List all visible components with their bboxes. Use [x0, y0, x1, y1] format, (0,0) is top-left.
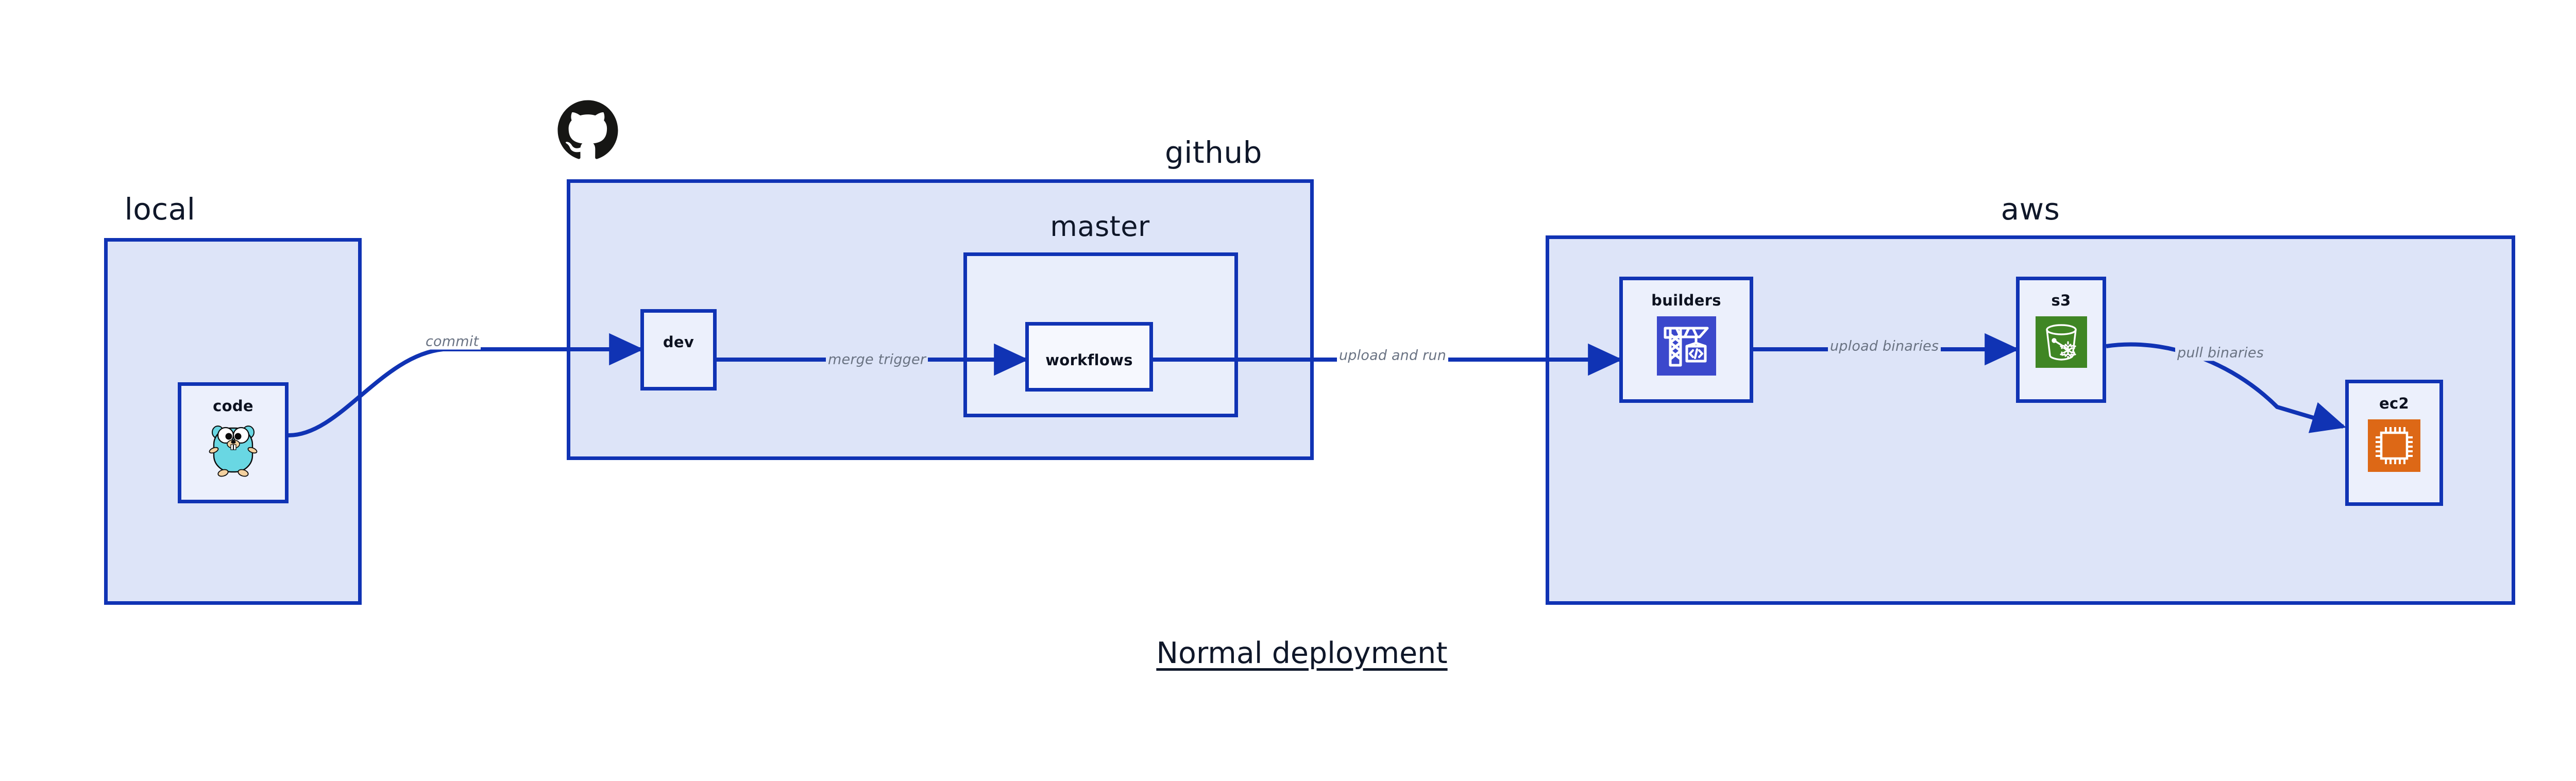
group-label-local: local	[124, 192, 196, 227]
node-label-code: code	[213, 397, 253, 415]
node-s3[interactable]: s3	[2016, 277, 2106, 403]
group-label-aws: aws	[2001, 192, 2060, 227]
edge-label-upload-and-run: upload and run	[1337, 347, 1449, 364]
go-gopher-icon	[209, 422, 258, 478]
page-title-text: Normal deployment	[1156, 636, 1448, 670]
node-workflows[interactable]: workflows	[1025, 322, 1153, 392]
node-dev[interactable]: dev	[640, 309, 717, 390]
aws-s3-glacier-icon	[2035, 316, 2087, 368]
edge-label-pull-binaries: pull binaries	[2175, 345, 2266, 361]
node-label-dev: dev	[663, 333, 694, 351]
node-ec2[interactable]: ec2	[2345, 380, 2443, 506]
group-label-github: github	[1164, 135, 1262, 170]
aws-codebuild-icon	[1656, 316, 1716, 376]
node-label-workflows: workflows	[1045, 351, 1133, 369]
edge-label-upload-binaries: upload binaries	[1828, 338, 1941, 354]
edge-label-commit: commit	[423, 333, 481, 350]
node-label-ec2: ec2	[2379, 395, 2409, 412]
node-label-s3: s3	[2051, 292, 2071, 309]
container-label-master: master	[1050, 210, 1150, 243]
node-label-builders: builders	[1651, 292, 1721, 309]
github-octocat-icon	[556, 99, 619, 162]
node-code[interactable]: code	[178, 382, 289, 503]
page-title: Normal deployment	[0, 636, 2576, 670]
aws-ec2-icon	[2368, 419, 2420, 472]
edge-label-merge-trigger: merge trigger	[826, 351, 928, 368]
node-builders[interactable]: builders	[1619, 277, 1753, 403]
